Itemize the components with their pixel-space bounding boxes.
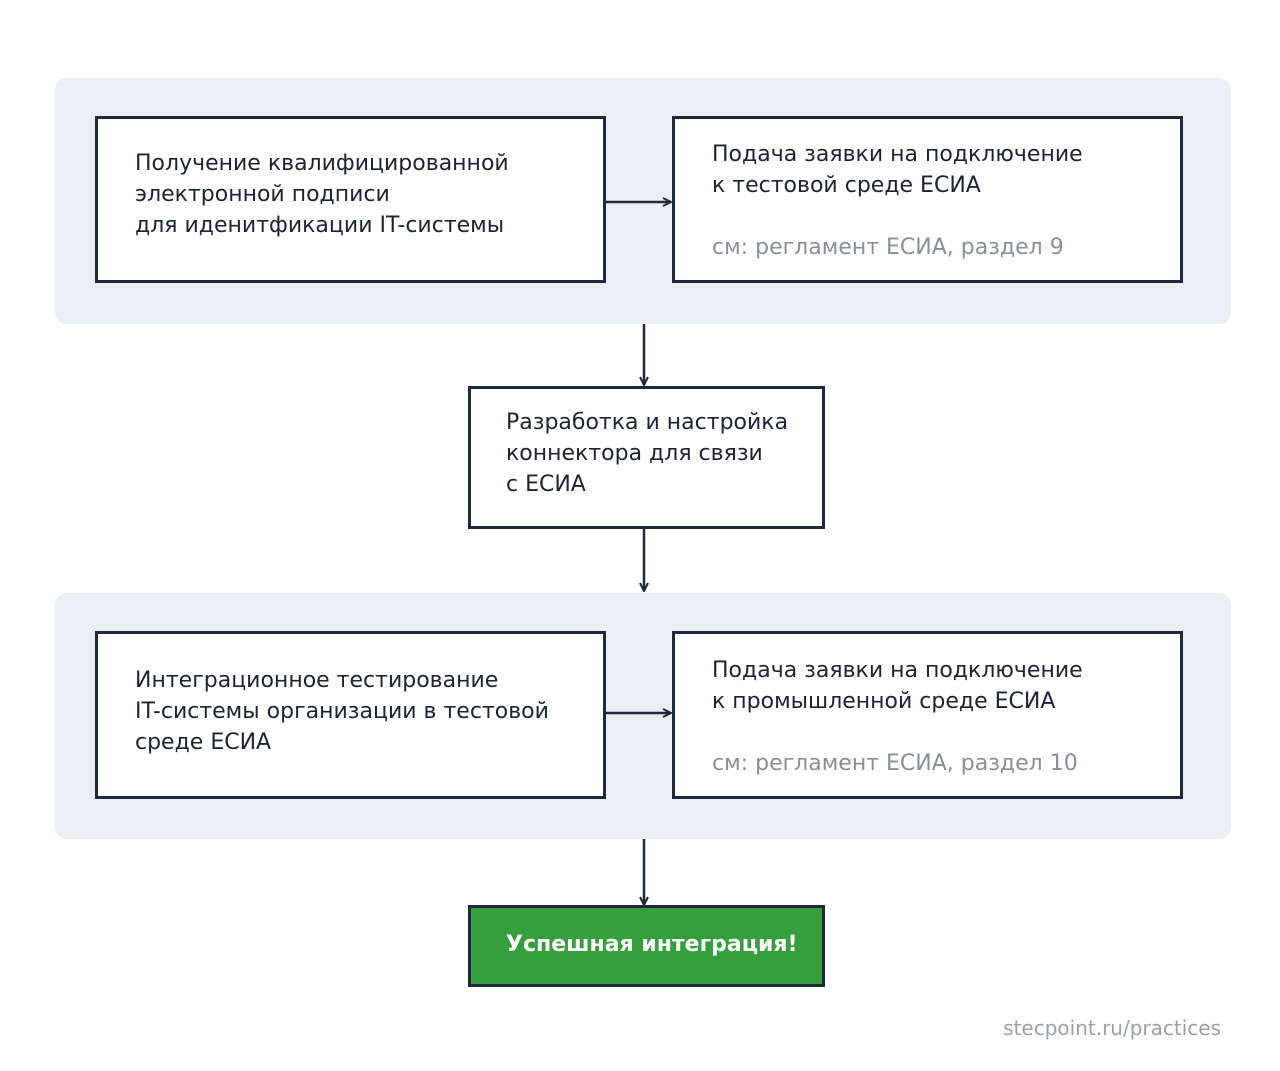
step-prod-env-application: Подача заявки на подключение к промышлен… bbox=[672, 631, 1183, 799]
step-qualified-signature: Получение квалифицированной электронной … bbox=[95, 116, 606, 283]
step-connector-development-label: Разработка и настройка коннектора для св… bbox=[506, 410, 789, 497]
step-test-env-application-note: см: регламент ЕСИА, раздел 9 bbox=[712, 235, 1064, 260]
result-success: Успешная интеграция! bbox=[468, 905, 825, 987]
step-integration-testing-label: Интеграционное тестирование IT-системы о… bbox=[135, 668, 549, 755]
step-test-env-application-label: Подача заявки на подключение к тестовой … bbox=[712, 142, 1083, 198]
step-prod-env-application-note: см: регламент ЕСИА, раздел 10 bbox=[712, 751, 1078, 776]
step-prod-env-application-label: Подача заявки на подключение к промышлен… bbox=[712, 658, 1083, 714]
result-success-label: Успешная интеграция! bbox=[506, 932, 798, 957]
step-test-env-application: Подача заявки на подключение к тестовой … bbox=[672, 116, 1183, 283]
step-qualified-signature-label: Получение квалифицированной электронной … bbox=[135, 151, 509, 238]
footer-source-link: stecpoint.ru/practices bbox=[1003, 1016, 1221, 1040]
step-integration-testing: Интеграционное тестирование IT-системы о… bbox=[95, 631, 606, 799]
step-connector-development: Разработка и настройка коннектора для св… bbox=[468, 386, 825, 529]
